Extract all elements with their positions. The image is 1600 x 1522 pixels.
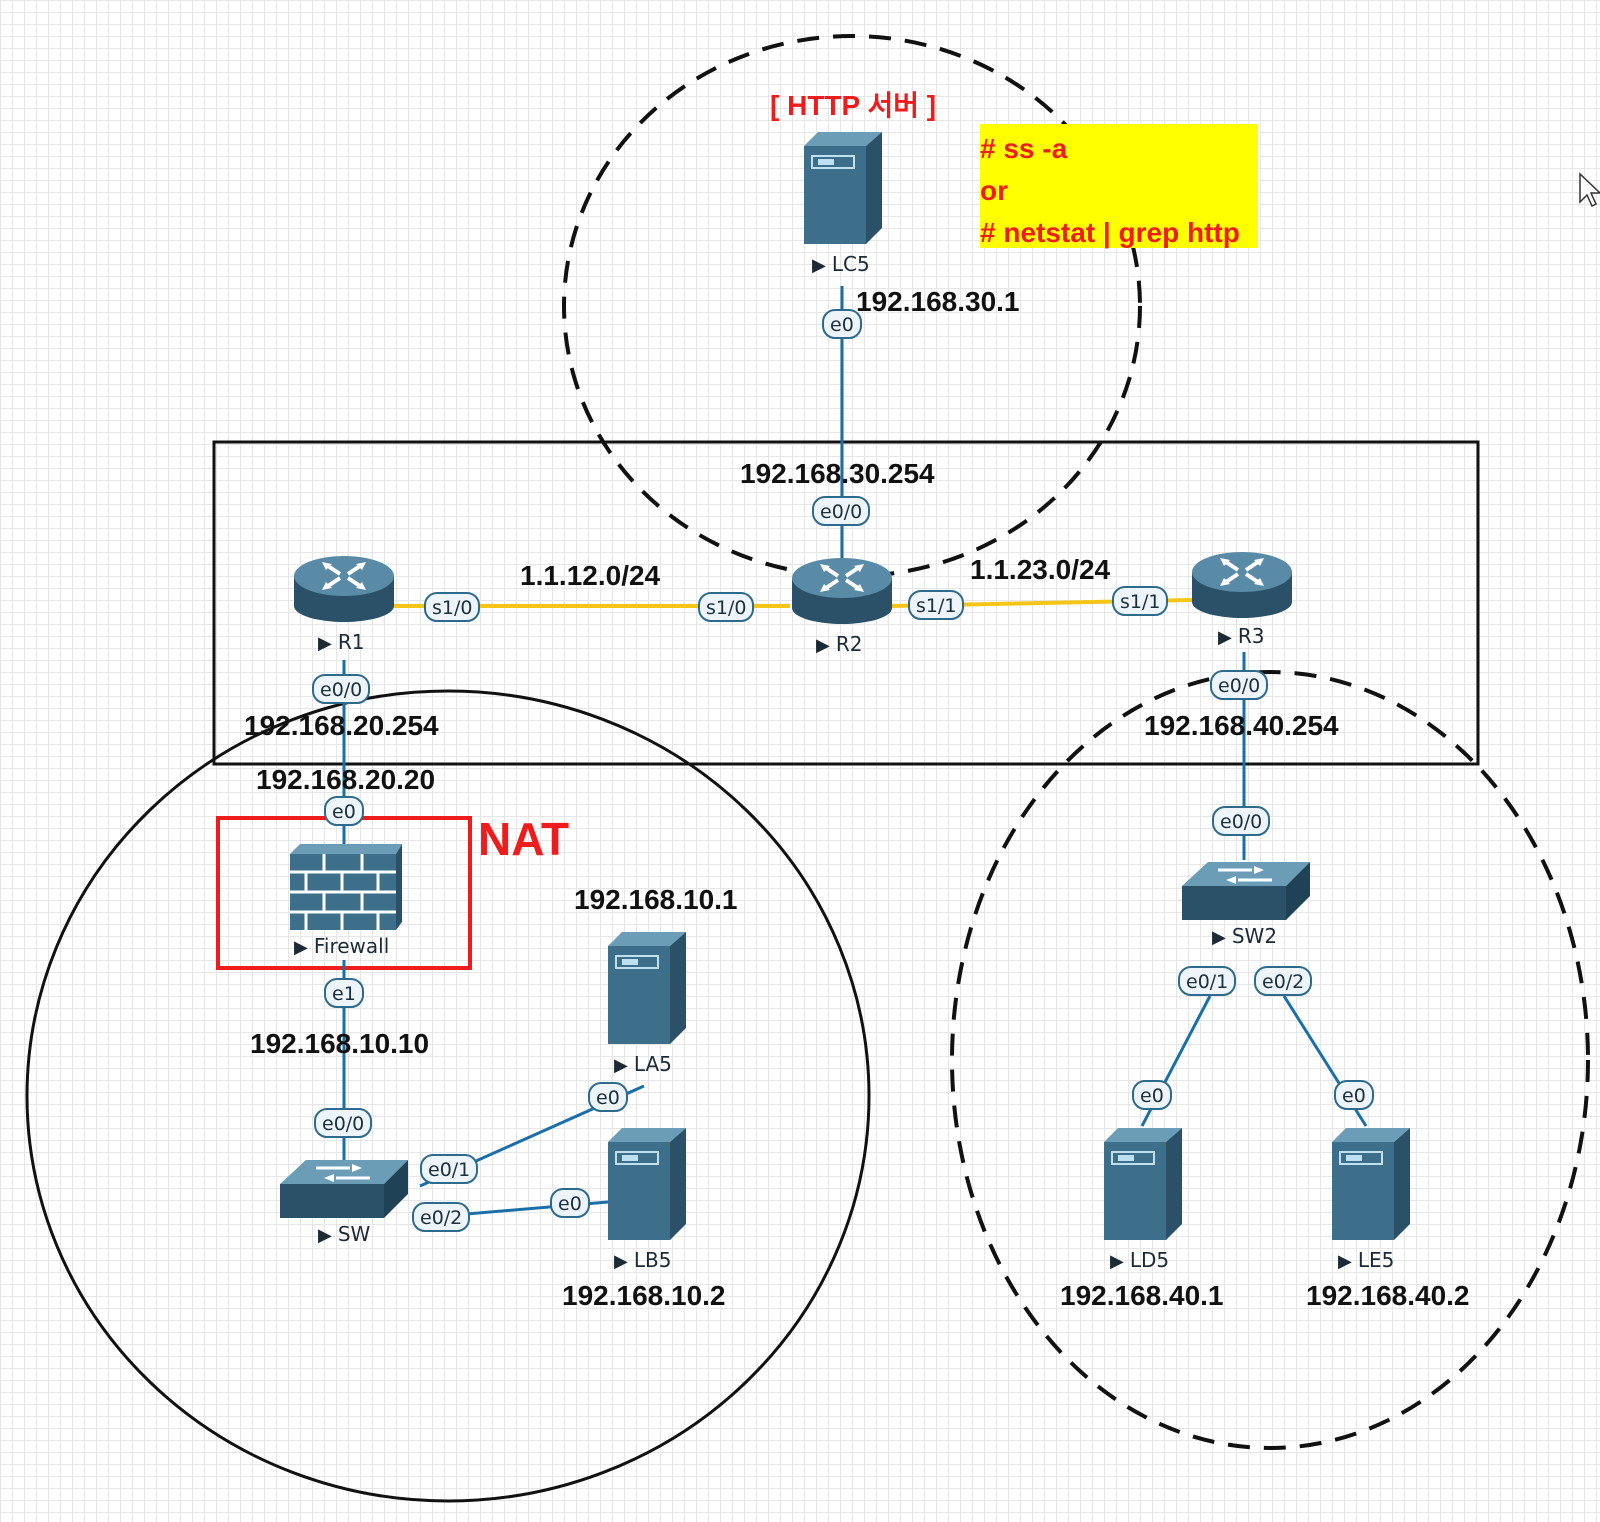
la5-name: LA5 <box>633 1052 672 1076</box>
note-line-1: # ss -a <box>980 133 1068 164</box>
play-icon: ▶ <box>1218 627 1232 648</box>
play-icon: ▶ <box>318 1225 332 1246</box>
r2-s10-port[interactable]: s1/0 <box>698 592 755 622</box>
r3-e00-port[interactable]: e0/0 <box>1210 670 1269 700</box>
r3-label: ▶R3 <box>1218 624 1264 648</box>
le5-label: ▶LE5 <box>1338 1248 1394 1272</box>
lc5-server-icon[interactable] <box>800 128 886 246</box>
command-note: # ss -a or # netstat | grep http <box>980 124 1258 248</box>
sw-e01-port[interactable]: e0/1 <box>420 1154 479 1184</box>
lb5-label: ▶LB5 <box>614 1248 671 1272</box>
lc5-name: LC5 <box>831 252 870 276</box>
sw2-label: ▶SW2 <box>1212 924 1277 948</box>
r3-router-icon[interactable] <box>1190 548 1294 620</box>
r3-s11-port[interactable]: s1/1 <box>1112 586 1169 616</box>
note-line-2: or <box>980 175 1008 206</box>
play-icon: ▶ <box>614 1055 628 1076</box>
r1-label: ▶R1 <box>318 630 364 654</box>
play-icon: ▶ <box>812 255 826 276</box>
r3-name: R3 <box>1237 624 1265 648</box>
r2-e00-ip: 192.168.30.254 <box>740 458 935 489</box>
lan-10-zone-circle <box>25 689 871 1503</box>
la5-ip: 192.168.10.1 <box>574 884 738 915</box>
nat-label: NAT <box>478 813 570 865</box>
le5-name: LE5 <box>1357 1248 1395 1272</box>
r1-name: R1 <box>337 630 365 654</box>
sw2-e02-port[interactable]: e0/2 <box>1254 966 1313 996</box>
play-icon: ▶ <box>318 633 332 654</box>
firewall-e0-ip: 192.168.20.20 <box>256 764 436 795</box>
play-icon: ▶ <box>1338 1251 1352 1272</box>
le5-e0-port[interactable]: e0 <box>1334 1080 1374 1110</box>
http-server-title: [ HTTP 서버 ] <box>770 90 937 121</box>
firewall-label: ▶Firewall <box>294 934 389 958</box>
sw2-name: SW2 <box>1231 924 1278 948</box>
le5-ip: 192.168.40.2 <box>1306 1280 1470 1311</box>
la5-e0-port[interactable]: e0 <box>588 1082 628 1112</box>
lb5-e0-port[interactable]: e0 <box>550 1188 590 1218</box>
ld5-server-icon[interactable] <box>1100 1124 1186 1242</box>
firewall-e1-ip: 192.168.10.10 <box>250 1028 430 1059</box>
play-icon: ▶ <box>816 635 830 656</box>
mouse-cursor-icon <box>1579 172 1600 208</box>
sw-label: ▶SW <box>318 1222 370 1246</box>
lb5-ip: 192.168.10.2 <box>562 1280 726 1311</box>
note-line-3: # netstat | grep http <box>980 217 1240 248</box>
sw-e00-port[interactable]: e0/0 <box>314 1108 373 1138</box>
net-r1-r2: 1.1.12.0/24 <box>520 560 661 591</box>
lb5-server-icon[interactable] <box>604 1124 690 1242</box>
r1-e00-ip: 192.168.20.254 <box>244 710 439 741</box>
lb5-name: LB5 <box>633 1248 672 1272</box>
play-icon: ▶ <box>294 937 308 958</box>
backbone-box <box>212 440 1480 766</box>
play-icon: ▶ <box>1212 927 1226 948</box>
ld5-name: LD5 <box>1129 1248 1170 1272</box>
lc5-e0-port[interactable]: e0 <box>822 309 862 339</box>
firewall-name: Firewall <box>313 934 390 958</box>
r1-e00-port[interactable]: e0/0 <box>312 674 371 704</box>
r2-name: R2 <box>835 632 863 656</box>
net-r2-r3: 1.1.23.0/24 <box>970 554 1111 585</box>
r2-s11-port[interactable]: s1/1 <box>908 590 965 620</box>
le5-server-icon[interactable] <box>1328 1124 1414 1242</box>
sw-e02-port[interactable]: e0/2 <box>412 1202 471 1232</box>
r1-s10-port[interactable]: s1/0 <box>424 592 481 622</box>
r1-router-icon[interactable] <box>292 552 396 624</box>
r2-e00-port[interactable]: e0/0 <box>812 496 871 526</box>
la5-server-icon[interactable] <box>604 928 690 1046</box>
lc5-label: ▶LC5 <box>812 252 870 276</box>
ld5-ip: 192.168.40.1 <box>1060 1280 1224 1311</box>
sw2-e00-port[interactable]: e0/0 <box>1212 806 1271 836</box>
ld5-label: ▶LD5 <box>1110 1248 1169 1272</box>
r2-label: ▶R2 <box>816 632 862 656</box>
firewall-e1-port[interactable]: e1 <box>324 978 364 1008</box>
firewall-icon[interactable] <box>284 842 404 932</box>
play-icon: ▶ <box>614 1251 628 1272</box>
lc5-ip: 192.168.30.1 <box>856 286 1020 317</box>
lan-40-zone-circle <box>950 670 1590 1450</box>
firewall-e0-port[interactable]: e0 <box>324 796 364 826</box>
ld5-e0-port[interactable]: e0 <box>1132 1080 1172 1110</box>
sw-name: SW <box>337 1222 371 1246</box>
sw-switch-icon[interactable] <box>280 1154 410 1220</box>
sw2-e01-port[interactable]: e0/1 <box>1178 966 1237 996</box>
la5-label: ▶LA5 <box>614 1052 672 1076</box>
sw2-switch-icon[interactable] <box>1182 856 1312 922</box>
r2-router-icon[interactable] <box>790 554 894 626</box>
r3-e00-ip: 192.168.40.254 <box>1144 710 1339 741</box>
play-icon: ▶ <box>1110 1251 1124 1272</box>
